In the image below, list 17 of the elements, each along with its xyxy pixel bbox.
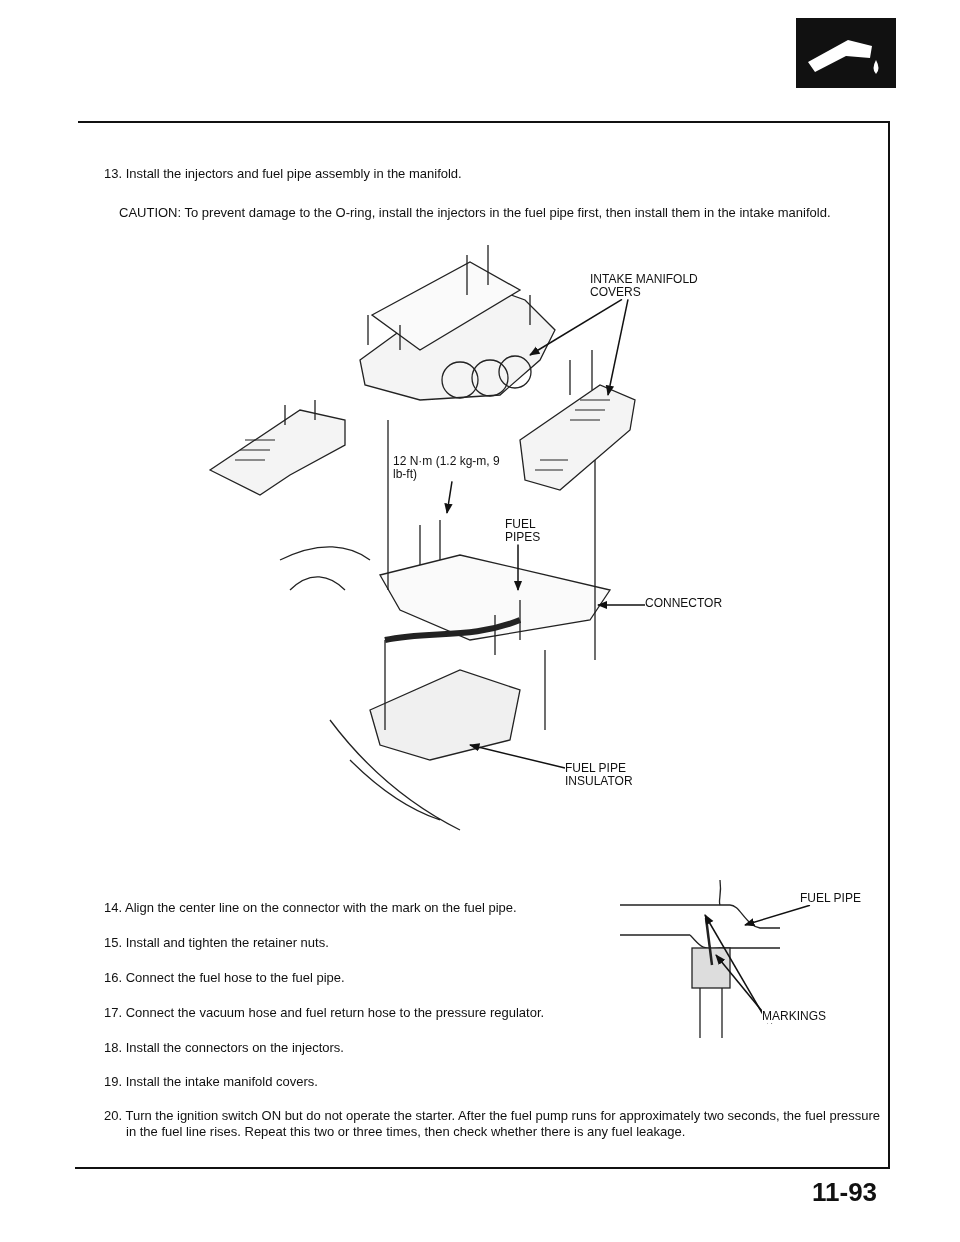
leader-line	[744, 904, 811, 927]
leader-line	[605, 298, 629, 397]
leader-line	[529, 298, 623, 356]
step-text: 20. Turn the ignition switch ON but do not operate the starter. After the fuel pump runs for approximately two seconds, the fuel pressure in the fuel line rises. Repeat this two or three times, then check whether there is any fuel leakage.	[104, 1108, 882, 1141]
step-text: 13. Install the injectors and fuel pipe assembly in the manifold.	[104, 166, 463, 183]
leader-line	[513, 543, 523, 592]
leader-line	[469, 743, 566, 769]
caution-note: CAUTION: To prevent damage to the O-ring, install the injectors in the fuel pipe first, then install them in the intake manifold.	[119, 205, 832, 222]
leader-line	[596, 600, 646, 610]
step-text: 18. Install the connectors on the injectors.	[104, 1040, 345, 1057]
step-text: 16. Connect the fuel hose to the fuel pipe.	[104, 970, 346, 987]
step-text: 19. Install the intake manifold covers.	[104, 1074, 319, 1091]
step-text: 17. Connect the vacuum hose and fuel return hose to the pressure regulator.	[104, 1005, 546, 1022]
page-number: 11-93	[812, 1176, 879, 1209]
step-text: 14. Align the center line on the connector with the mark on the fuel pipe.	[104, 900, 518, 917]
leader-line	[444, 480, 453, 515]
step-text: 15. Install and tighten the retainer nuts.	[104, 935, 330, 952]
